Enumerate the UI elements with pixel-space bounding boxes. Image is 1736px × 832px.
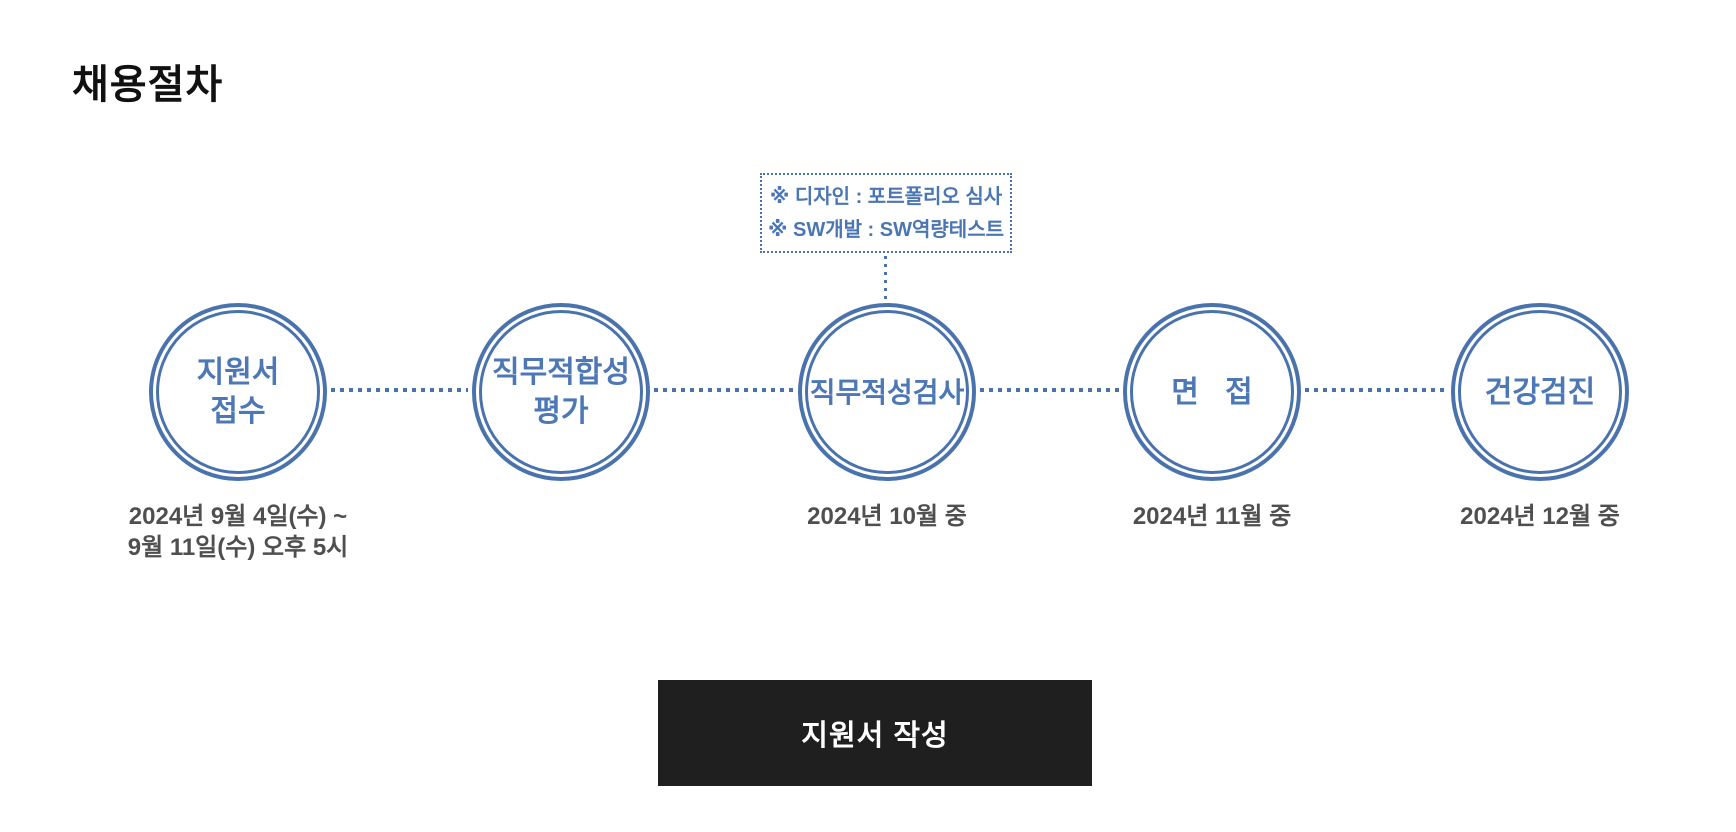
timeline-connector — [654, 388, 794, 392]
step-circle-job-aptitude-test: 직무적성검사 — [798, 303, 976, 481]
step-label: 면 접 — [1171, 373, 1253, 412]
step-label: 건강검진 — [1485, 373, 1595, 412]
aptitude-test-note-callout: ※ 디자인 : 포트폴리오 심사 ※ SW개발 : SW역량테스트 — [760, 173, 1012, 253]
step-date-health-checkup: 2024년 12월 중 — [1360, 501, 1720, 532]
step-label-line: 지원서 — [196, 356, 280, 389]
step-circle-job-suitability-evaluation: 직무적합성 평가 — [472, 303, 650, 481]
callout-connector-line — [884, 256, 887, 301]
callout-note-line: ※ SW개발 : SW역량테스트 — [767, 218, 1004, 241]
step-label: 지원서 접수 — [197, 353, 280, 431]
step-label: 직무적성검사 — [810, 373, 965, 412]
timeline-connector — [980, 388, 1119, 392]
step-label-line: 직무적합성 — [492, 356, 630, 389]
step-circle-health-checkup: 건강검진 — [1451, 303, 1629, 481]
apply-button[interactable]: 지원서 작성 — [658, 680, 1092, 786]
step-circle-interview: 면 접 — [1123, 303, 1301, 481]
step-label: 직무적합성 평가 — [492, 353, 630, 431]
step-date-line: 2024년 10월 중 — [807, 503, 967, 530]
callout-note-line: ※ 디자인 : 포트폴리오 심사 — [769, 185, 1003, 208]
timeline-connector — [1305, 388, 1447, 392]
step-label-line: 건강검진 — [1484, 375, 1596, 409]
step-circle-application-submission: 지원서 접수 — [149, 303, 327, 481]
timeline-connector — [331, 388, 468, 392]
step-label-line: 직무적성검사 — [809, 376, 965, 408]
step-label-line: 면 접 — [1171, 375, 1253, 409]
step-date-line: 2024년 11월 중 — [1132, 503, 1292, 530]
step-label-line: 평가 — [533, 395, 589, 428]
step-date-line: 9월 11일(수) 오후 5시 — [127, 534, 349, 561]
step-date-line: 2024년 12월 중 — [1460, 503, 1620, 530]
step-date-line: 2024년 9월 4일(수) ~ — [128, 503, 348, 530]
step-date-job-aptitude-test: 2024년 10월 중 — [707, 501, 1067, 532]
step-date-interview: 2024년 11월 중 — [1032, 501, 1392, 532]
step-label-line: 접수 — [210, 395, 266, 428]
step-date-application-submission: 2024년 9월 4일(수) ~ 9월 11일(수) 오후 5시 — [58, 501, 418, 563]
page-title: 채용절차 — [72, 63, 224, 107]
